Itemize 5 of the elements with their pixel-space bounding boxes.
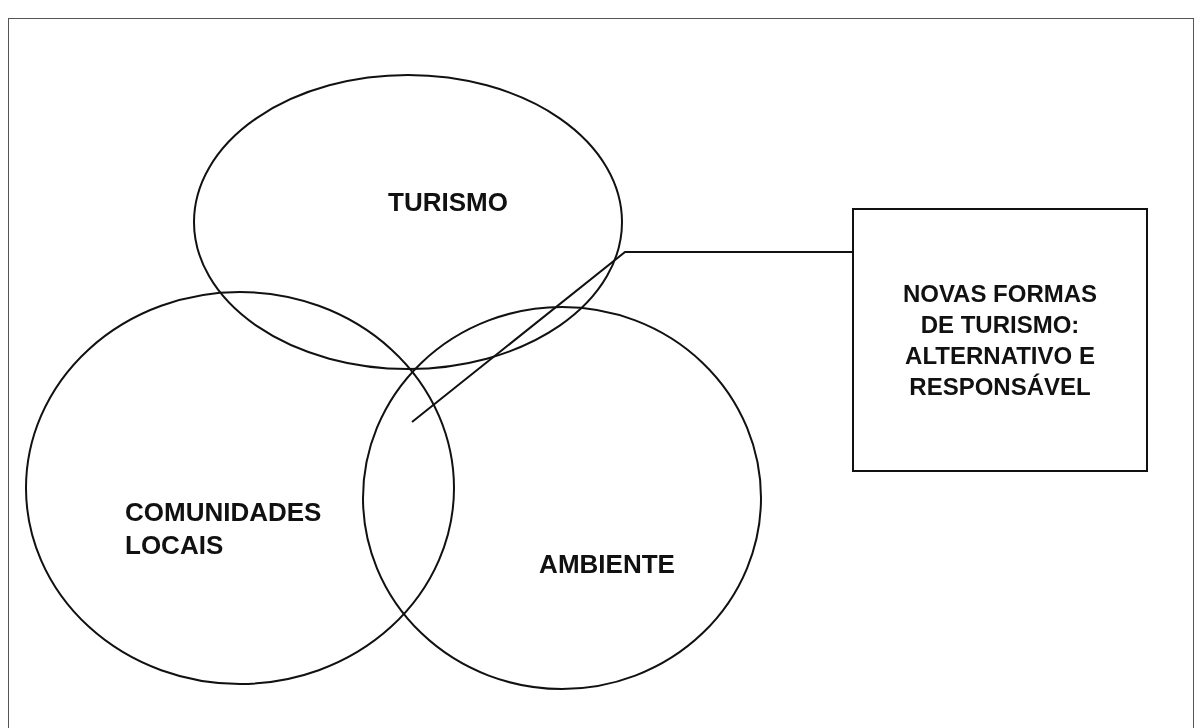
- ellipse-label: COMUNIDADES LOCAIS: [125, 496, 323, 561]
- leader-line: [411, 251, 853, 423]
- ellipse-label: TURISMO: [387, 186, 509, 219]
- text-box: NOVAS FORMAS DE TURISMO: ALTERNATIVO E RESPONSÁVEL: [852, 208, 1148, 472]
- ellipse-label: AMBIENTE: [538, 548, 676, 581]
